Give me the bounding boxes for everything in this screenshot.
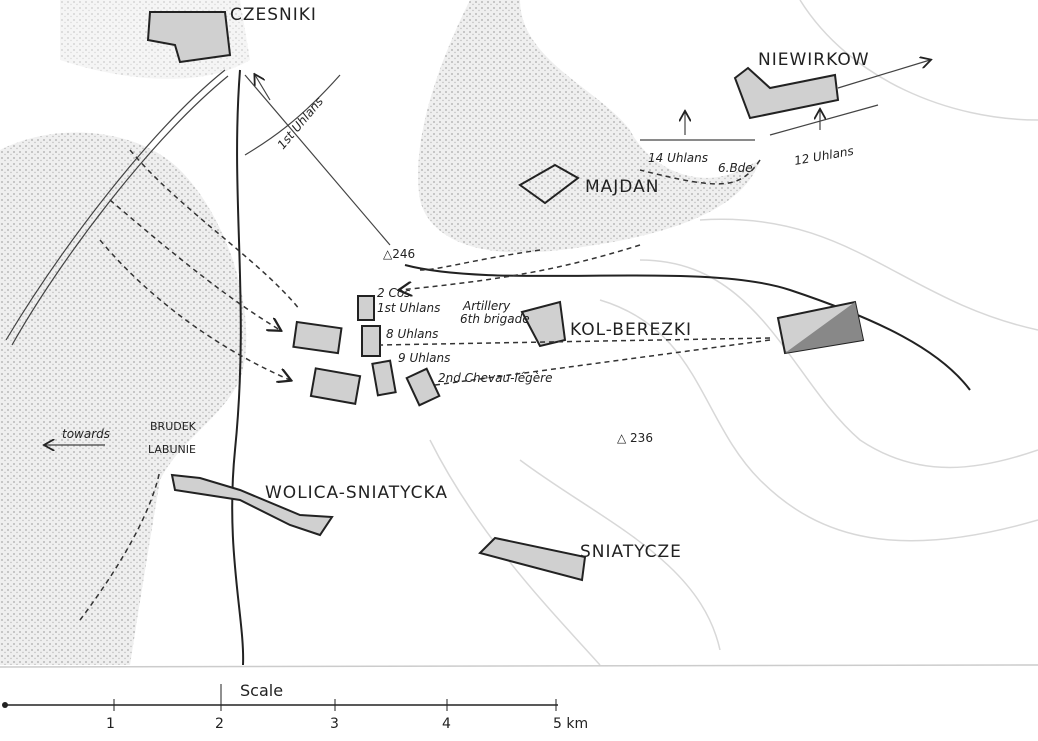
height-236: △ 236 bbox=[617, 431, 653, 445]
road-secondary bbox=[5, 69, 226, 341]
scale-tick-2: 2 bbox=[215, 716, 224, 732]
village-sniatycze bbox=[478, 536, 587, 582]
scale-tick-3: 3 bbox=[330, 716, 339, 732]
scale-tick-1: 1 bbox=[106, 716, 115, 732]
scale-tick-5: 5 km bbox=[553, 716, 588, 732]
label-wolica-sniatycka: WOLICA-SNIATYCKA bbox=[265, 483, 448, 503]
label-kol-berezki: KOL-BEREZKI bbox=[570, 320, 692, 340]
scale-tick-4: 4 bbox=[442, 716, 451, 732]
forest-edge-dashed bbox=[79, 159, 761, 621]
label-sniatycze: SNIATYCZE bbox=[580, 542, 682, 562]
village-majdan bbox=[518, 163, 580, 205]
label-1st-uhlans: 1st Uhlans bbox=[377, 301, 440, 315]
village-niewirkow bbox=[733, 66, 840, 120]
village-czesniki bbox=[146, 11, 232, 64]
movement-arrows bbox=[45, 60, 930, 445]
label-14-uhlans: 14 Uhlans bbox=[648, 151, 708, 165]
label-labunie: LABUNIE bbox=[148, 443, 196, 456]
label-niewirkow: NIEWIRKOW bbox=[758, 50, 870, 70]
label-1st-uhlans-north: 1st Uhlans bbox=[275, 94, 326, 152]
label-artillery: Artillery bbox=[462, 299, 511, 313]
road-main bbox=[231, 69, 245, 666]
label-12-uhlans: 12 Uhlans bbox=[793, 144, 855, 168]
label-9-uhlans: 9 Uhlans bbox=[398, 351, 450, 365]
scale-title: Scale bbox=[240, 681, 283, 700]
forest-west bbox=[0, 132, 247, 666]
map-border bbox=[0, 664, 1038, 668]
label-brudek: BRUDEK bbox=[150, 420, 197, 433]
unit-blocks bbox=[292, 295, 441, 407]
label-2nd-chevau-legere: 2nd Chevau-légère bbox=[438, 371, 552, 385]
village-wolica bbox=[170, 473, 334, 537]
scale-bar: Scale 1 2 3 4 5 km bbox=[2, 681, 588, 732]
label-2-cos: 2 Cos bbox=[377, 286, 410, 300]
label-6th-brigade: 6th brigade bbox=[460, 312, 530, 326]
label-6-bde: 6.Bde bbox=[718, 161, 753, 175]
road-east bbox=[404, 264, 971, 391]
label-czesniki: CZESNIKI bbox=[230, 5, 317, 25]
village-kol-berezki bbox=[520, 300, 567, 348]
height-246: △246 bbox=[383, 247, 415, 261]
label-majdan: MAJDAN bbox=[585, 177, 659, 197]
road-secondary-2 bbox=[11, 75, 229, 346]
label-8-uhlans: 8 Uhlans bbox=[386, 327, 438, 341]
road-czesniki-246 bbox=[244, 74, 391, 246]
label-towards: towards bbox=[62, 427, 110, 441]
forest-majdan bbox=[418, 0, 760, 253]
contour-lines bbox=[429, 0, 1038, 666]
